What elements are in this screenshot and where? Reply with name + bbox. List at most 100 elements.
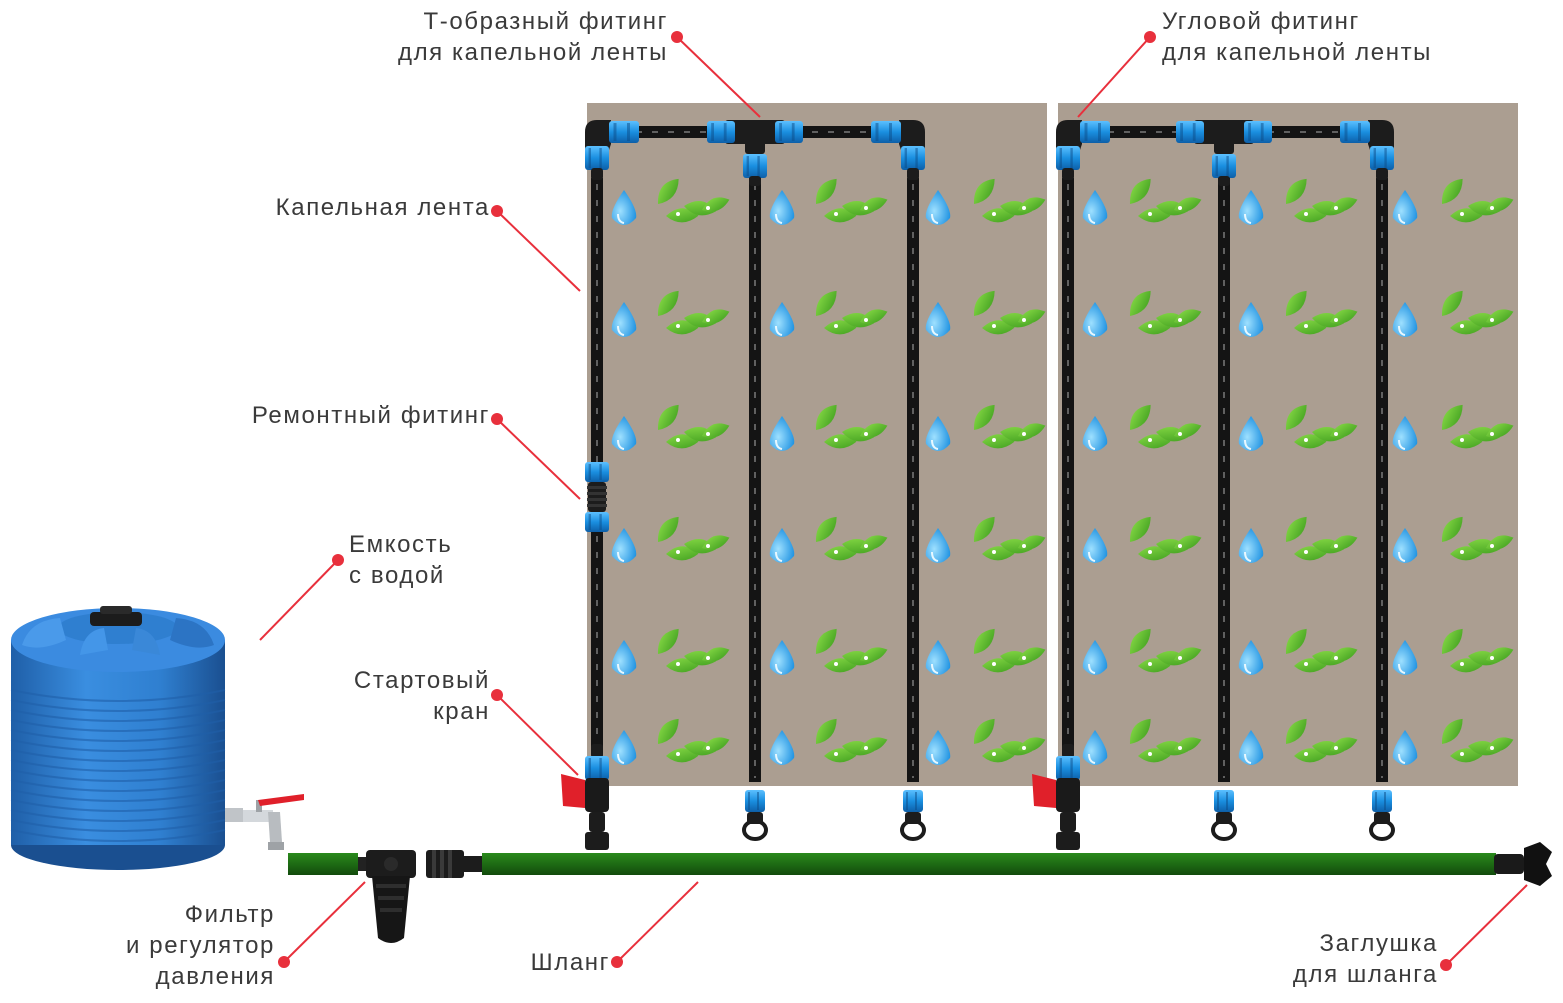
valve-handle bbox=[1032, 774, 1056, 808]
drip-tape bbox=[749, 178, 761, 782]
drip-tape bbox=[1062, 178, 1074, 748]
hose-label: Шланг bbox=[530, 949, 610, 976]
leaf-icon bbox=[973, 718, 1046, 763]
connector-ring bbox=[900, 819, 926, 841]
garden-bed-left bbox=[587, 103, 1047, 786]
water-drop-icon bbox=[1238, 302, 1264, 337]
water-drop-icon bbox=[769, 730, 795, 765]
leaf-icon bbox=[1285, 404, 1358, 449]
water-drop-icon bbox=[1392, 302, 1418, 337]
leaf-icon bbox=[1285, 178, 1358, 223]
leaf-icon bbox=[1285, 628, 1358, 673]
water-drop-icon bbox=[769, 640, 795, 675]
water-tank-label: Емкость с водой bbox=[349, 531, 453, 589]
hose-leader bbox=[611, 881, 699, 968]
water-drop-icon bbox=[1238, 528, 1264, 563]
drip-tape bbox=[907, 178, 919, 782]
leaf-icon bbox=[1129, 404, 1202, 449]
leaf-icon bbox=[1441, 178, 1514, 223]
corner-fitting-leader bbox=[1077, 31, 1156, 118]
water-drop-icon bbox=[1082, 730, 1108, 765]
leader-dot bbox=[491, 689, 503, 701]
water-drop-icon bbox=[1392, 640, 1418, 675]
repair-fitting-leader bbox=[491, 413, 581, 500]
leaf-icon bbox=[973, 628, 1046, 673]
filter-regulator bbox=[358, 850, 482, 943]
water-drop-icon bbox=[769, 302, 795, 337]
leaf-icon bbox=[1285, 290, 1358, 335]
leader-lines bbox=[259, 31, 1528, 971]
leader-dot bbox=[1440, 959, 1452, 971]
leaf-icon bbox=[815, 404, 888, 449]
water-drop-icon bbox=[1238, 730, 1264, 765]
t-fitting-leader bbox=[671, 31, 761, 118]
drip-tape-leader bbox=[491, 205, 581, 292]
hose-end-plug bbox=[1494, 842, 1552, 886]
main-hose bbox=[288, 853, 1496, 875]
leader-dot bbox=[611, 956, 623, 968]
leaf-icon bbox=[1441, 404, 1514, 449]
water-drop-icon bbox=[925, 302, 951, 337]
water-drop-icon bbox=[611, 416, 637, 451]
fitting-barb bbox=[1062, 168, 1074, 180]
corner-fitting bbox=[1368, 120, 1394, 150]
water-drop-icon bbox=[1392, 416, 1418, 451]
leaf-icon bbox=[973, 516, 1046, 561]
valve-stem bbox=[1060, 812, 1076, 832]
start-valve bbox=[561, 774, 609, 812]
water-drop-icon bbox=[925, 640, 951, 675]
water-drop-icon bbox=[925, 730, 951, 765]
water-drop-icon bbox=[611, 190, 637, 225]
fitting-barb bbox=[1376, 168, 1388, 180]
water-drop-icon bbox=[925, 190, 951, 225]
connector bbox=[900, 819, 926, 841]
plant-grid bbox=[611, 178, 1514, 765]
water-tank-leader bbox=[259, 554, 344, 641]
connector-ring bbox=[1211, 819, 1237, 841]
leader-dot bbox=[332, 554, 344, 566]
garden-bed-right bbox=[1058, 103, 1518, 786]
water-drop-icon bbox=[1392, 730, 1418, 765]
fitting-barb bbox=[1218, 176, 1230, 186]
hose-plug-leader bbox=[1440, 884, 1528, 971]
water-drop-icon bbox=[1238, 190, 1264, 225]
fitting-barb bbox=[749, 176, 761, 186]
repair-fitting-label: Ремонтный фитинг bbox=[251, 402, 490, 429]
connector bbox=[742, 819, 768, 841]
leaf-icon bbox=[1441, 516, 1514, 561]
drip-tape bbox=[1376, 178, 1388, 782]
leaf-icon bbox=[973, 290, 1046, 335]
leader-dot bbox=[278, 956, 290, 968]
water-drop-icon bbox=[769, 528, 795, 563]
leader-dot bbox=[491, 413, 503, 425]
fitting-body bbox=[1214, 140, 1234, 154]
filter-regulator-label: Фильтр и регулятор давления bbox=[125, 901, 275, 990]
water-drop-icon bbox=[1238, 640, 1264, 675]
water-drop-icon bbox=[1082, 302, 1108, 337]
water-drop-icon bbox=[611, 730, 637, 765]
leaf-icon bbox=[1441, 628, 1514, 673]
water-drop-icon bbox=[1082, 190, 1108, 225]
corner-fitting bbox=[585, 120, 611, 150]
water-drop-icon bbox=[925, 528, 951, 563]
fitting-body bbox=[725, 120, 785, 144]
leader-dot bbox=[671, 31, 683, 43]
leaf-icon bbox=[1129, 178, 1202, 223]
leaf-icon bbox=[657, 516, 730, 561]
leaf-icon bbox=[657, 628, 730, 673]
corner-fitting bbox=[899, 120, 925, 150]
start-valve bbox=[1032, 774, 1080, 812]
connector-ring bbox=[742, 819, 768, 841]
water-drop-icon bbox=[769, 190, 795, 225]
leaf-icon bbox=[1285, 516, 1358, 561]
leaf-icon bbox=[815, 178, 888, 223]
corner-fitting bbox=[1056, 120, 1082, 150]
leaf-icon bbox=[815, 516, 888, 561]
valve-barb bbox=[591, 744, 603, 758]
water-drop-icon bbox=[1392, 190, 1418, 225]
drip-tape-label: Капельная лента bbox=[275, 194, 490, 221]
leaf-icon bbox=[1129, 516, 1202, 561]
valve-stem bbox=[589, 812, 605, 832]
leaf-icon bbox=[657, 178, 730, 223]
